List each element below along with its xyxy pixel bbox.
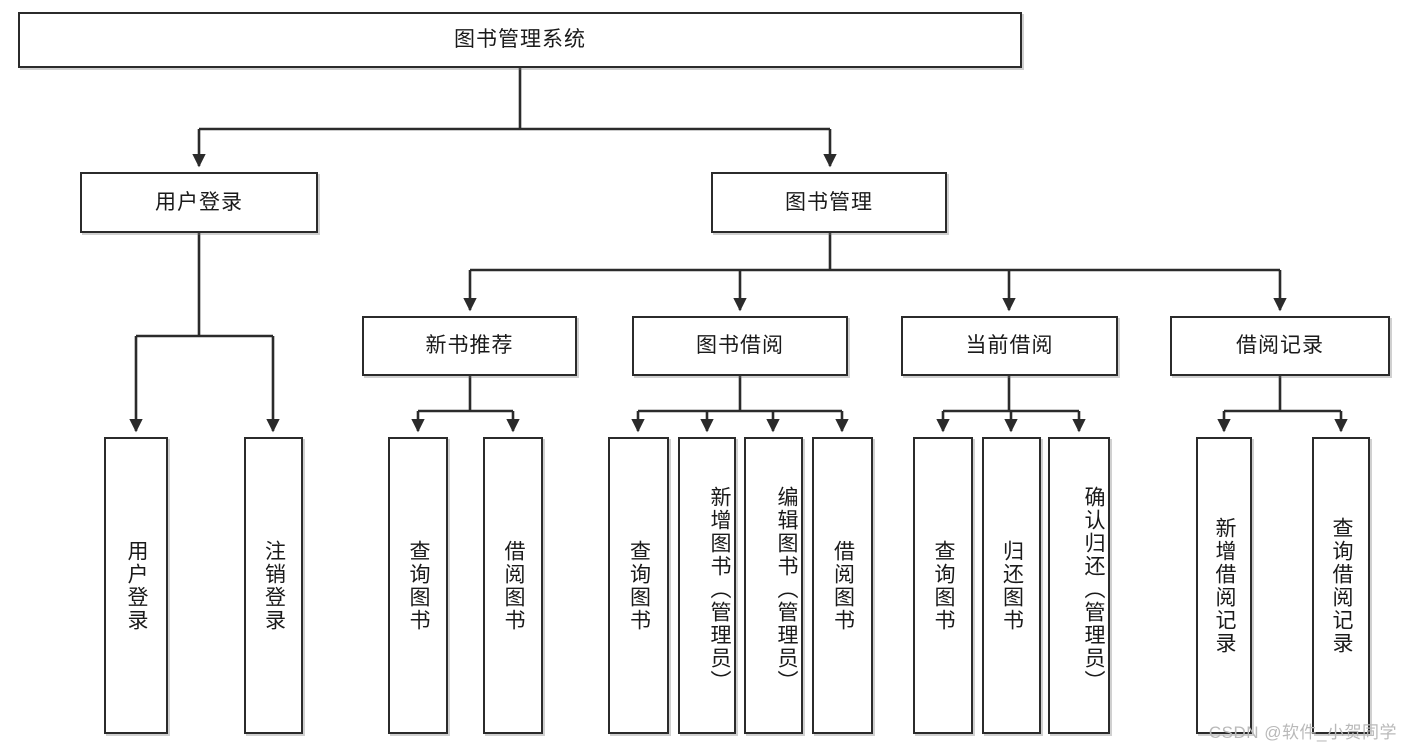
- node-leaf-edit-book-label: 编辑图书（管理员）: [775, 486, 798, 693]
- node-leaf-confirm-return-label: 确认归还（管理员）: [1082, 486, 1105, 693]
- edges-group: [129, 68, 1348, 433]
- node-leaf-confirm-return[interactable]: 确认归还（管理员）: [1048, 437, 1110, 734]
- node-new-book-recommend[interactable]: 新书推荐: [362, 316, 577, 376]
- node-root-label: 图书管理系统: [454, 28, 586, 52]
- node-leaf-query-record-label: 查询借阅记录: [1330, 516, 1353, 655]
- node-book-manage[interactable]: 图书管理: [711, 172, 947, 233]
- node-current-borrow-label: 当前借阅: [965, 334, 1054, 358]
- node-leaf-query-book-1[interactable]: 查询图书: [388, 437, 448, 734]
- node-leaf-edit-book[interactable]: 编辑图书（管理员）: [744, 437, 803, 734]
- node-leaf-query-book-3-label: 查询图书: [932, 539, 955, 632]
- node-borrow-record-label: 借阅记录: [1236, 334, 1324, 358]
- node-leaf-add-record-label: 新增借阅记录: [1213, 516, 1236, 655]
- node-leaf-borrow-book-1-label: 借阅图书: [502, 539, 525, 632]
- watermark-text: CSDN @软件_小贺同学: [1208, 723, 1397, 742]
- node-leaf-query-book-2-label: 查询图书: [627, 539, 651, 632]
- node-borrow-record[interactable]: 借阅记录: [1170, 316, 1390, 376]
- node-leaf-user-login-label: 用户登录: [125, 539, 148, 632]
- node-leaf-add-record[interactable]: 新增借阅记录: [1196, 437, 1252, 734]
- node-current-borrow[interactable]: 当前借阅: [901, 316, 1118, 376]
- node-leaf-query-book-1-label: 查询图书: [407, 539, 430, 632]
- node-user-login[interactable]: 用户登录: [80, 172, 318, 233]
- node-leaf-logout-label: 注销登录: [262, 539, 286, 632]
- node-new-book-recommend-label: 新书推荐: [425, 334, 514, 358]
- node-leaf-add-book-label: 新增图书（管理员）: [708, 486, 731, 693]
- node-leaf-borrow-book-1[interactable]: 借阅图书: [483, 437, 543, 734]
- node-root[interactable]: 图书管理系统: [18, 12, 1022, 68]
- node-leaf-user-login[interactable]: 用户登录: [104, 437, 168, 734]
- node-leaf-query-book-3[interactable]: 查询图书: [913, 437, 973, 734]
- node-leaf-return-book[interactable]: 归还图书: [982, 437, 1041, 734]
- node-book-manage-label: 图书管理: [785, 190, 873, 214]
- node-leaf-return-book-label: 归还图书: [1000, 539, 1024, 632]
- node-leaf-borrow-book-2-label: 借阅图书: [831, 539, 855, 632]
- node-book-borrow-label: 图书借阅: [696, 334, 784, 358]
- node-leaf-query-book-2[interactable]: 查询图书: [608, 437, 669, 734]
- node-leaf-add-book[interactable]: 新增图书（管理员）: [678, 437, 736, 734]
- node-user-login-label: 用户登录: [155, 190, 243, 214]
- node-book-borrow[interactable]: 图书借阅: [632, 316, 848, 376]
- node-leaf-query-record[interactable]: 查询借阅记录: [1312, 437, 1370, 734]
- node-leaf-borrow-book-2[interactable]: 借阅图书: [812, 437, 873, 734]
- node-leaf-logout[interactable]: 注销登录: [244, 437, 303, 734]
